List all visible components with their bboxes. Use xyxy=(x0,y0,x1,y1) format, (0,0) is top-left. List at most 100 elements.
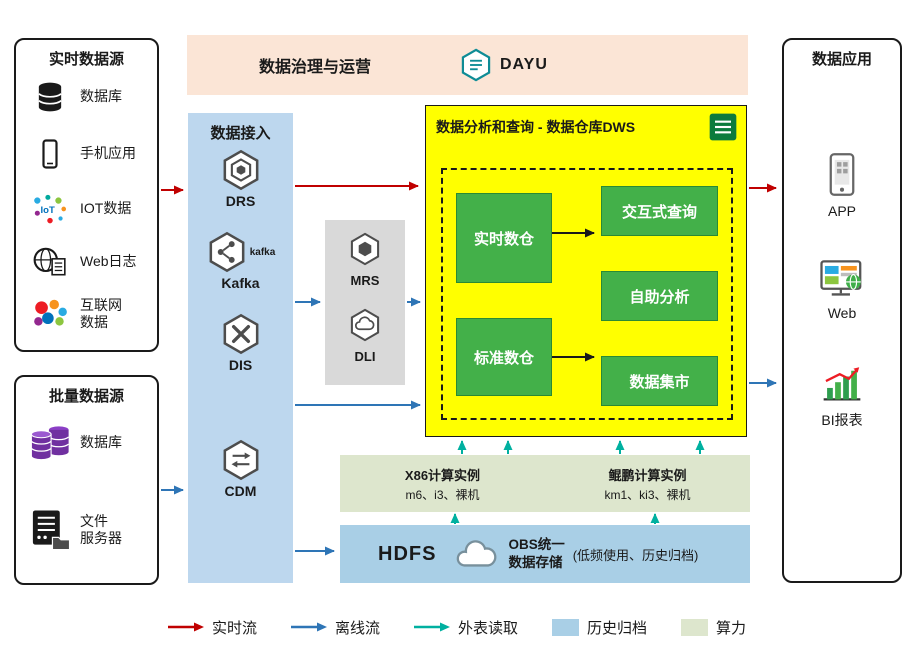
source-label: 互联网 数据 xyxy=(80,296,122,331)
service-label: DLI xyxy=(354,349,376,364)
realtime-sources-title: 实时数据源 xyxy=(48,51,124,68)
bi-report-icon xyxy=(823,367,861,401)
legend-label: 实时流 xyxy=(211,619,257,637)
banner-title: 数据治理与运营 xyxy=(259,59,372,76)
governance-banner: 数据治理与运营 DAYU xyxy=(187,35,748,95)
processing-box: MRS DLI xyxy=(325,220,405,385)
storage-strip: HDFS OBS统一 数据存储 (低频使用、历史归档) xyxy=(340,525,750,583)
app-item-app: APP xyxy=(784,152,900,219)
module-standard-warehouse: 标准数仓 xyxy=(456,318,552,396)
obs-storage-label: OBS统一 数据存储 xyxy=(508,537,565,570)
legend-label: 外表读取 xyxy=(457,619,518,637)
app-item-web: Web xyxy=(784,258,900,321)
module-interactive-query: 交互式查询 xyxy=(601,186,718,236)
legend-label: 离线流 xyxy=(334,619,380,637)
service-kafka: kafka Kafka xyxy=(188,231,293,291)
source-item-batch-database: 数据库 xyxy=(16,417,157,469)
service-cdm: CDM xyxy=(188,439,293,499)
service-mrs: MRS xyxy=(325,232,405,288)
legend-label: 算力 xyxy=(716,619,747,637)
x86-compute-models: m6、i3、裸机 xyxy=(405,487,480,502)
web-log-icon xyxy=(26,245,74,279)
service-drs: DRS xyxy=(188,149,293,209)
source-item-database: 数据库 xyxy=(16,73,157,121)
obs-cloud-icon xyxy=(454,538,500,570)
service-label: MRS xyxy=(350,273,380,288)
dws-document-icon xyxy=(709,113,737,141)
obs-storage-note: (低频使用、历史归档) xyxy=(572,547,699,563)
dws-title: 数据分析和查询 - 数据仓库DWS xyxy=(436,119,636,135)
realtime-sources-panel: 实时数据源 数据库 手机应用 xyxy=(14,38,159,352)
source-label: Web日志 xyxy=(80,253,137,270)
dli-hexagon-icon xyxy=(350,308,380,342)
module-realtime-warehouse: 实时数仓 xyxy=(456,193,552,283)
legend-item-external-read: 外表读取 xyxy=(413,617,518,638)
offline-flow-arrow-icon xyxy=(290,622,327,632)
mobile-app-icon xyxy=(26,138,74,170)
app-label: Web xyxy=(827,305,857,321)
dayu-label: DAYU xyxy=(500,56,548,73)
app-phone-icon xyxy=(829,153,855,196)
drs-hexagon-icon xyxy=(223,149,258,191)
realtime-flow-arrow-icon xyxy=(167,622,204,632)
kunpeng-compute-title: 鲲鹏计算实例 xyxy=(608,467,687,483)
legend: 实时流 离线流 外表读取 历史归档 算力 xyxy=(0,612,914,642)
source-item-iot: IoT IOT数据 xyxy=(16,185,157,233)
kafka-hexagon-icon xyxy=(209,231,245,273)
external-read-arrow-icon xyxy=(413,622,450,632)
source-item-internet-data: 互联网 数据 xyxy=(16,290,157,338)
service-label: DIS xyxy=(228,357,253,373)
dayu-hexagon-icon xyxy=(461,48,491,82)
legend-item-offline-flow: 离线流 xyxy=(290,617,380,638)
svg-text:IoT: IoT xyxy=(41,205,55,216)
legend-label: 历史归档 xyxy=(587,619,648,637)
dws-warehouse-box: 数据分析和查询 - 数据仓库DWS 实时数仓 标准数仓 交互式查询 自助分析 数… xyxy=(425,105,747,437)
x86-compute-block: X86计算实例 m6、i3、裸机 xyxy=(340,455,545,512)
dis-hexagon-icon xyxy=(223,313,258,355)
dws-inner-dashed-border xyxy=(441,168,733,420)
legend-item-history-archive: 历史归档 xyxy=(552,617,647,638)
app-label: BI报表 xyxy=(821,412,863,428)
kunpeng-compute-block: 鲲鹏计算实例 km1、ki3、裸机 xyxy=(545,455,750,512)
legend-item-compute-power: 算力 xyxy=(681,617,746,638)
iot-icon: IoT xyxy=(26,192,74,226)
legend-item-realtime-flow: 实时流 xyxy=(167,617,257,638)
dayu-logo: DAYU xyxy=(459,48,548,82)
service-dli: DLI xyxy=(325,308,405,364)
mrs-hexagon-icon xyxy=(350,232,380,266)
data-ingestion-column: 数据接入 DRS kafk xyxy=(188,113,293,583)
app-item-bi-report: BI报表 xyxy=(784,365,900,430)
source-item-web-log: Web日志 xyxy=(16,238,157,286)
source-label: IOT数据 xyxy=(80,200,132,217)
service-dis: DIS xyxy=(188,313,293,373)
internet-data-icon xyxy=(26,297,74,331)
web-monitor-icon xyxy=(820,260,862,296)
batch-sources-panel: 批量数据源 数据 xyxy=(14,375,159,585)
file-server-icon xyxy=(26,508,74,552)
data-applications-title: 数据应用 xyxy=(811,51,872,68)
source-label: 数据库 xyxy=(80,434,122,451)
source-item-mobile-app: 手机应用 xyxy=(16,130,157,178)
x86-compute-title: X86计算实例 xyxy=(404,467,481,483)
module-self-service-analysis: 自助分析 xyxy=(601,271,718,321)
purple-database-icon xyxy=(26,423,74,463)
history-archive-swatch xyxy=(552,618,579,636)
source-label: 文件 服务器 xyxy=(80,512,122,547)
service-label: DRS xyxy=(225,193,256,209)
source-label: 数据库 xyxy=(80,88,122,105)
data-ingestion-title: 数据接入 xyxy=(210,125,271,142)
batch-sources-title: 批量数据源 xyxy=(48,388,124,405)
kunpeng-compute-models: km1、ki3、裸机 xyxy=(604,487,691,502)
database-icon xyxy=(26,80,74,114)
compute-instances-strip: X86计算实例 m6、i3、裸机 鲲鹏计算实例 km1、ki3、裸机 xyxy=(340,455,750,512)
hdfs-label: HDFS xyxy=(378,542,437,565)
service-label: Kafka xyxy=(221,275,260,291)
compute-power-swatch xyxy=(681,618,709,636)
module-data-mart: 数据集市 xyxy=(601,356,718,406)
data-applications-panel: 数据应用 APP xyxy=(782,38,902,583)
app-label: APP xyxy=(827,203,856,219)
source-item-file-server: 文件 服务器 xyxy=(16,502,157,558)
source-label: 手机应用 xyxy=(80,145,136,162)
service-label: CDM xyxy=(224,483,257,499)
